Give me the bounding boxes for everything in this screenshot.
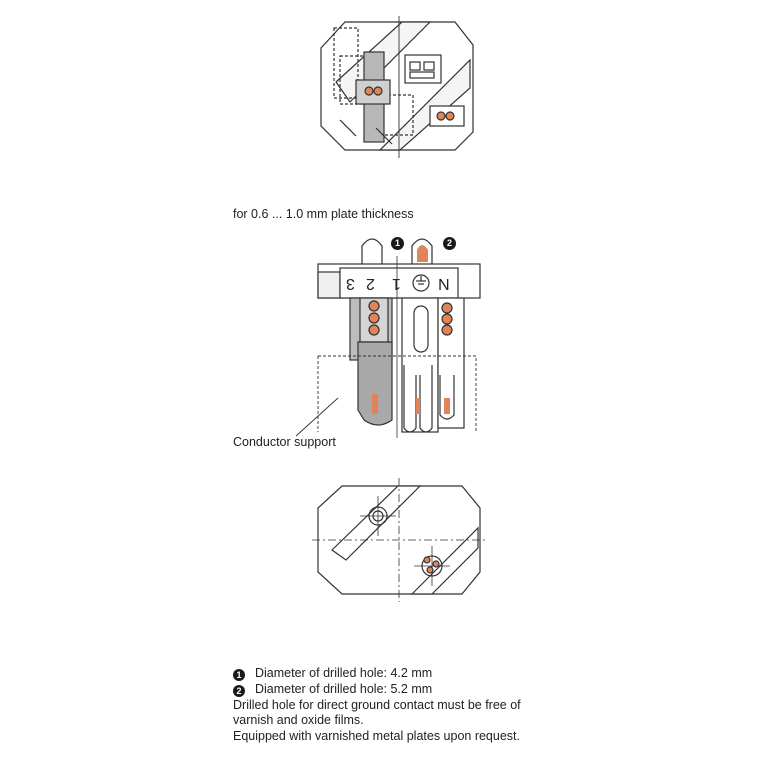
note-line-3: Drilled hole for direct ground contact m… — [233, 698, 521, 712]
terminal-label-n: N — [438, 275, 450, 292]
conductor-support-label: Conductor support — [233, 435, 336, 449]
terminal-label-1: 1 — [392, 275, 401, 292]
terminal-label-2: 2 — [366, 275, 375, 292]
figure-callout-2: 2 — [443, 237, 456, 250]
note-line-5: Equipped with varnished metal plates upo… — [233, 729, 520, 743]
terminal-label-3: 3 — [346, 275, 355, 292]
figure-callout-1: 1 — [391, 237, 404, 250]
note-line-4: varnish and oxide films. — [233, 713, 364, 727]
plate-thickness-label: for 0.6 ... 1.0 mm plate thickness — [233, 207, 414, 221]
note-callout-2-icon: 2 — [233, 685, 245, 697]
note-callout-1-icon: 1 — [233, 669, 245, 681]
